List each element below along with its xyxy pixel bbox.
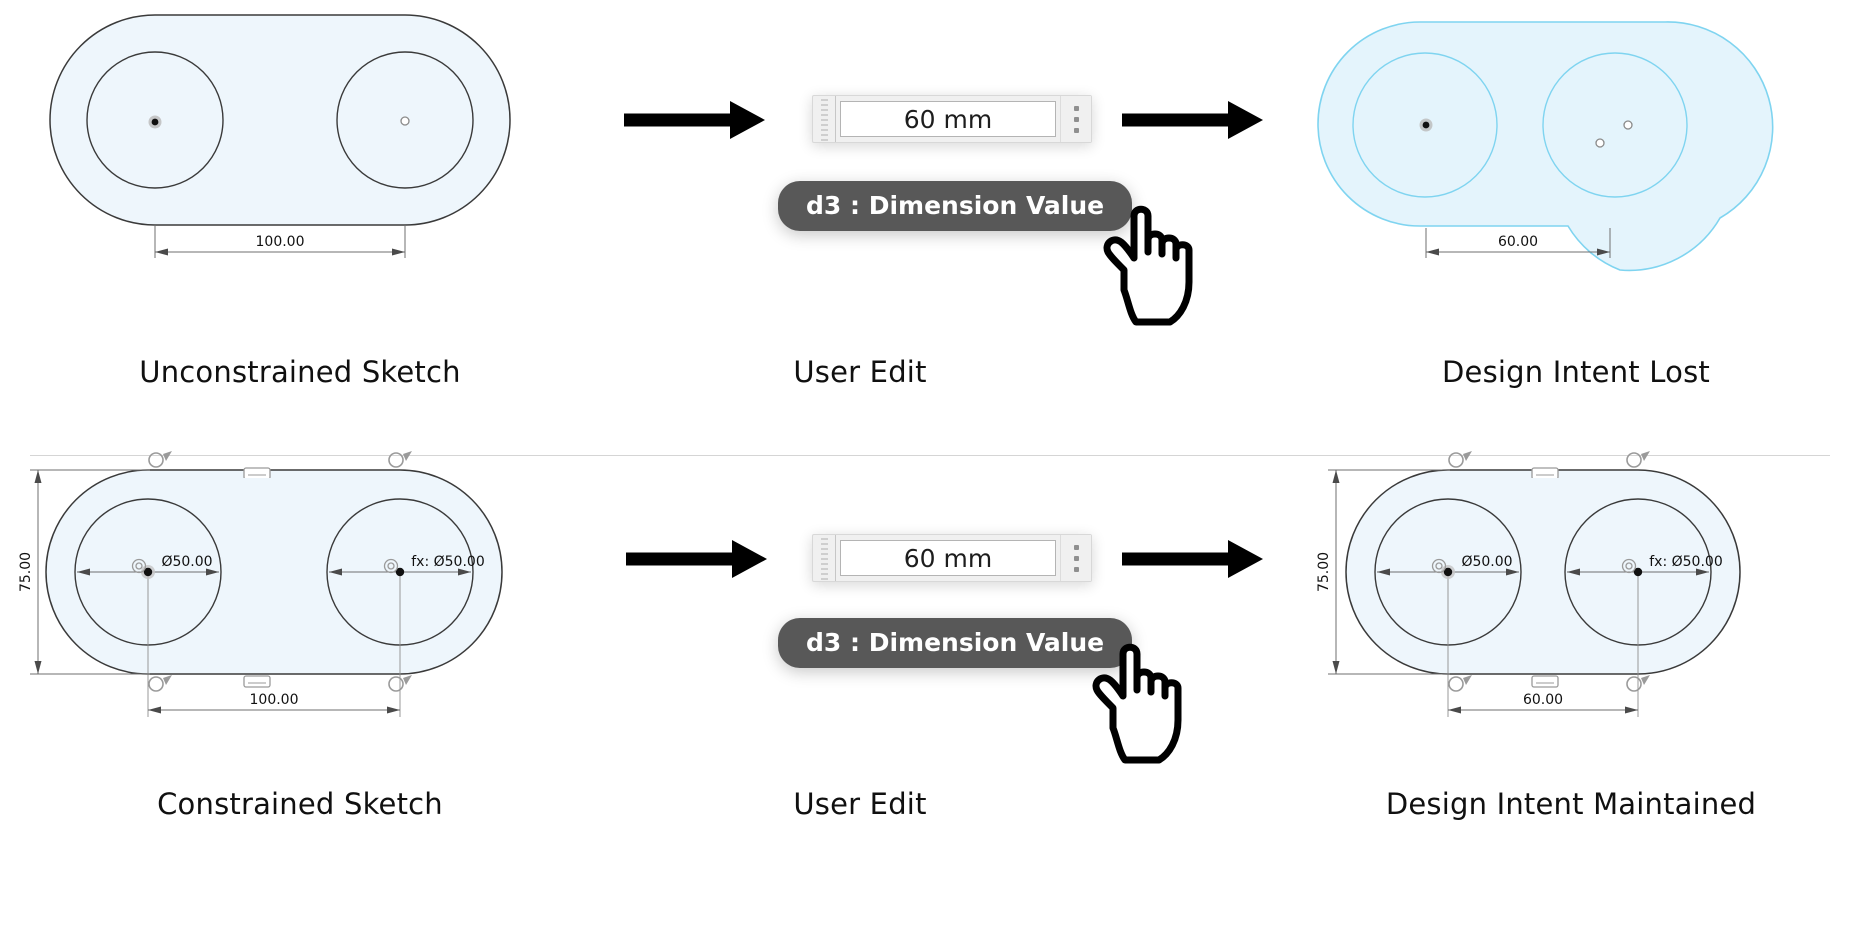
left-diameter-value: Ø50.00 xyxy=(1461,554,1512,570)
tangent-icon xyxy=(388,451,412,468)
left-diameter-value: Ø50.00 xyxy=(161,554,212,570)
right-diameter-value: fx: Ø50.00 xyxy=(411,554,484,570)
concentric-icon xyxy=(383,558,399,574)
horizontal-icon xyxy=(243,467,271,478)
arrow-edit-to-after xyxy=(1118,98,1268,147)
panel-constrained-sketch: 75.00 100.00 Ø50.00 fx: Ø50.00 xyxy=(0,451,600,882)
width-dimension-value: 100.00 xyxy=(250,692,299,708)
concentric-icon xyxy=(1621,558,1637,574)
dimension-editor-widget-bottom[interactable]: 60 mm xyxy=(812,534,1092,582)
height-dimension-value: 75.00 xyxy=(18,552,34,592)
right-center-point xyxy=(400,116,410,126)
panel-design-intent-lost: 60.00 Design Intent Lost xyxy=(1290,0,1862,400)
pointing-hand-cursor-top xyxy=(1096,196,1206,330)
right-inner-circle xyxy=(336,51,474,189)
kebab-menu-icon[interactable] xyxy=(1060,535,1091,581)
bottom-row: 75.00 100.00 Ø50.00 fx: Ø50.00 xyxy=(0,451,1862,937)
right-center-point xyxy=(1633,567,1643,577)
concentric-icon xyxy=(1431,558,1447,574)
panel-design-intent-maintained: 75.00 60.00 Ø50.00 fx: Ø50.00 xyxy=(1280,451,1862,882)
panel-unconstrained-sketch: 100.00 Unconstrained Sketch xyxy=(0,0,600,400)
outer-profile xyxy=(49,14,511,226)
kebab-menu-icon[interactable] xyxy=(1060,96,1091,142)
height-dimension xyxy=(30,469,150,675)
tangent-icon xyxy=(1626,451,1650,468)
constrained-sketch-drawing: 75.00 100.00 Ø50.00 fx: Ø50.00 xyxy=(18,469,503,717)
right-center-point xyxy=(1623,120,1633,130)
tangent-icon xyxy=(1448,675,1472,692)
panel-caption-design-intent-lost: Design Intent Lost xyxy=(1442,355,1710,389)
top-row: 100.00 Unconstrained Sketch 60 mm d3 : D… xyxy=(0,0,1862,455)
left-inner-circle xyxy=(86,51,224,189)
panel-caption-user-edit-top: User Edit xyxy=(793,355,927,389)
horizontal-icon xyxy=(1531,675,1559,688)
panel-caption-user-edit-bottom: User Edit xyxy=(793,787,927,821)
pointing-hand-cursor-bottom xyxy=(1085,634,1195,768)
left-inner-circle xyxy=(1352,52,1498,198)
panel-caption-design-intent-maintained: Design Intent Maintained xyxy=(1385,787,1757,821)
tangent-icon xyxy=(1626,675,1650,692)
left-center-point xyxy=(1441,565,1455,579)
top-constraint-icons xyxy=(148,451,412,478)
dimension-value-input[interactable]: 60 mm xyxy=(840,540,1056,576)
arrow-before-to-edit-bottom xyxy=(622,537,772,586)
panel-caption-unconstrained: Unconstrained Sketch xyxy=(139,355,461,389)
drag-grip-icon[interactable] xyxy=(813,535,836,581)
tangent-icon xyxy=(1448,451,1472,468)
width-dimension-value: 60.00 xyxy=(1523,692,1563,708)
tooltip-dimension-value-top: d3 : Dimension Value xyxy=(778,181,1133,231)
dimension-editor-widget-top[interactable]: 60 mm xyxy=(812,95,1092,143)
tangent-icon xyxy=(388,675,412,692)
width-dimension xyxy=(154,225,406,258)
width-dimension-value: 100.00 xyxy=(256,234,305,250)
outer-profile-distorted xyxy=(1317,21,1774,272)
horizontal-icon xyxy=(243,675,271,688)
left-center-point xyxy=(148,115,162,129)
left-center-point xyxy=(141,565,155,579)
width-dimension-value: 60.00 xyxy=(1498,234,1538,250)
concentric-icon xyxy=(131,558,147,574)
width-dimension xyxy=(1425,228,1611,258)
right-diameter-value: fx: Ø50.00 xyxy=(1649,554,1722,570)
width-dimension xyxy=(148,706,400,714)
arrow-edit-to-after-bottom xyxy=(1118,537,1268,586)
tooltip-dimension-value-bottom: d3 : Dimension Value xyxy=(778,618,1133,668)
design-intent-maintained-drawing: 75.00 60.00 Ø50.00 fx: Ø50.00 xyxy=(1316,469,1741,717)
stray-point xyxy=(1595,138,1605,148)
panel-caption-constrained: Constrained Sketch xyxy=(157,787,443,821)
left-center-point xyxy=(1419,118,1433,132)
horizontal-icon xyxy=(1531,467,1559,478)
top-constraint-icons xyxy=(1448,451,1650,478)
width-dimension xyxy=(1448,706,1638,714)
height-dimension xyxy=(1328,469,1450,675)
drag-grip-icon[interactable] xyxy=(813,96,836,142)
right-center-point xyxy=(395,567,405,577)
dimension-value-input[interactable]: 60 mm xyxy=(840,101,1056,137)
tangent-icon xyxy=(148,451,172,468)
height-dimension-value: 75.00 xyxy=(1316,552,1332,592)
row-divider xyxy=(30,455,1830,456)
design-intent-lost-drawing: 60.00 xyxy=(1317,21,1774,272)
right-inner-circle xyxy=(1542,52,1688,198)
unconstrained-sketch-drawing: 100.00 xyxy=(49,14,511,258)
arrow-before-to-edit xyxy=(620,98,770,147)
tangent-icon xyxy=(148,675,172,692)
